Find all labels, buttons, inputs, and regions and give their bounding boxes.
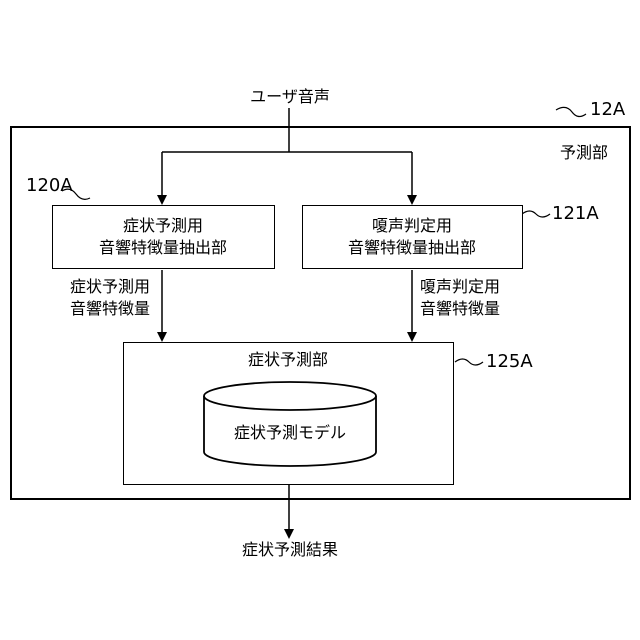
leader-121A: [522, 211, 550, 217]
symptom-extractor-line1: 症状予測用: [53, 215, 273, 236]
cough-feature-line2: 音響特徴量: [420, 298, 500, 319]
output-label: 症状予測結果: [220, 539, 360, 560]
device-label: 予測部: [560, 142, 608, 163]
cough-feature-line1: 嗄声判定用: [420, 276, 500, 297]
cough-extractor-box: 嗄声判定用 音響特徴量抽出部: [302, 205, 523, 269]
symptom-predictor-label: 症状予測部: [124, 349, 452, 370]
symptom-predictor-ref: 125A: [486, 351, 533, 372]
device-ref: 12A: [590, 99, 625, 120]
symptom-feature-line1: 症状予測用: [70, 276, 150, 297]
cough-extractor-ref: 121A: [552, 203, 599, 224]
symptom-extractor-ref: 120A: [26, 175, 73, 196]
symptom-feature-line2: 音響特徴量: [70, 298, 150, 319]
cough-extractor-line1: 嗄声判定用: [303, 215, 521, 236]
input-label: ユーザ音声: [240, 86, 340, 107]
symptom-extractor-line2: 音響特徴量抽出部: [53, 237, 273, 258]
symptom-predictor-box: 症状予測部: [123, 342, 454, 485]
leader-125A: [455, 359, 483, 365]
cough-extractor-line2: 音響特徴量抽出部: [303, 237, 521, 258]
symptom-model-label: 症状予測モデル: [204, 422, 376, 443]
symptom-extractor-box: 症状予測用 音響特徴量抽出部: [52, 205, 275, 269]
leader-12A: [556, 107, 586, 116]
